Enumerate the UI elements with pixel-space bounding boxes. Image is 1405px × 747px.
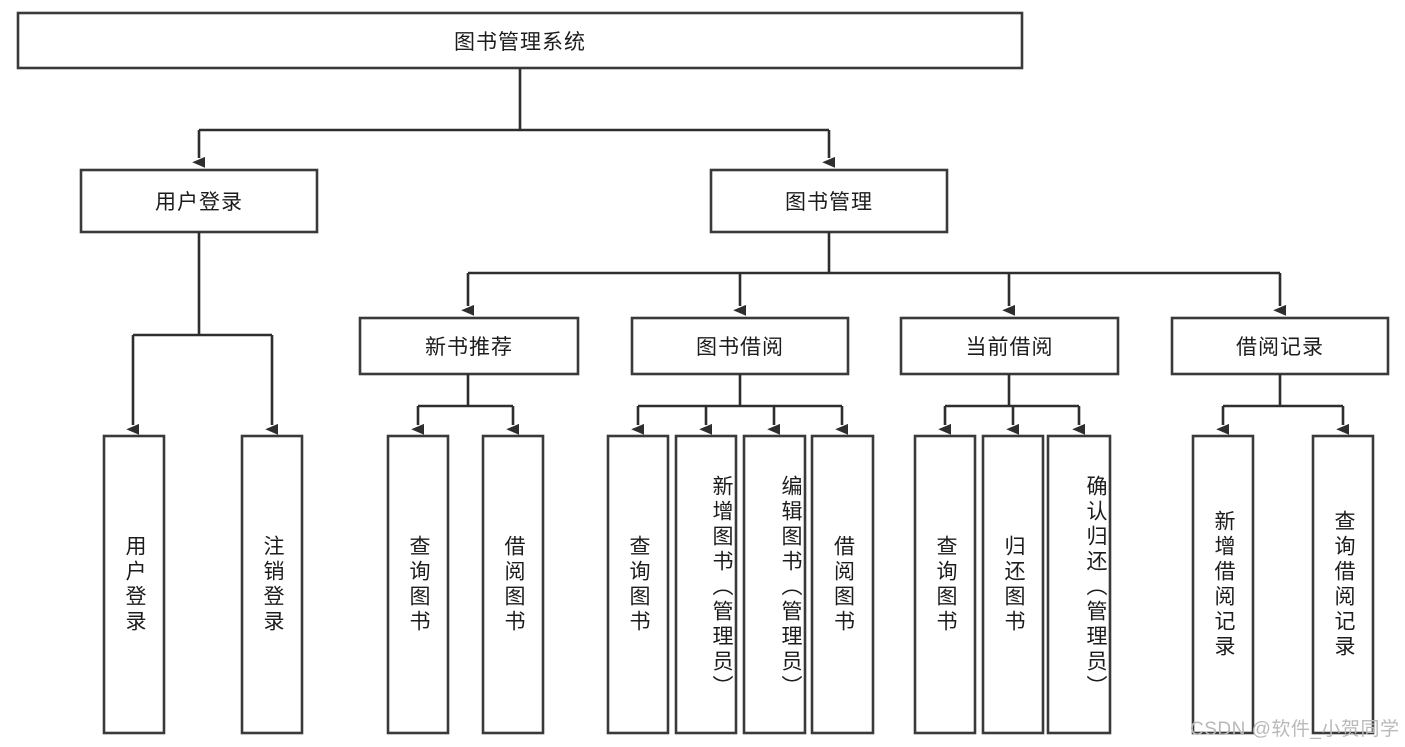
- box-leaf-logout[interactable]: [240, 434, 304, 735]
- box-book-manage[interactable]: [709, 168, 949, 234]
- connector-current-borrow-to-leaves: [938, 374, 1086, 435]
- box-borrow-record[interactable]: [1170, 316, 1390, 376]
- connector-new-book-recommend-to-leaves: [411, 374, 520, 435]
- box-leaf-query-book-2[interactable]: [606, 434, 670, 735]
- box-leaf-query-record[interactable]: [1311, 434, 1375, 735]
- connector-borrow-record-to-leaves: [1216, 374, 1350, 435]
- node-boxes: [16, 11, 1390, 376]
- box-book-borrow[interactable]: [630, 316, 850, 376]
- box-leaf-return-book[interactable]: [981, 434, 1045, 735]
- box-leaf-add-book[interactable]: [674, 434, 738, 735]
- box-leaf-user-login[interactable]: [102, 434, 166, 735]
- box-current-borrow[interactable]: [899, 316, 1120, 376]
- box-leaf-confirm-return[interactable]: [1046, 434, 1112, 735]
- box-leaf-borrow-book-2[interactable]: [810, 434, 875, 735]
- leaf-boxes: [102, 434, 1375, 735]
- box-leaf-borrow-book-1[interactable]: [481, 434, 545, 735]
- box-user-login[interactable]: [79, 168, 319, 234]
- connector-root-to-level2: [192, 68, 836, 168]
- box-leaf-query-book-1[interactable]: [386, 434, 450, 735]
- connector-user-login-to-leaves: [126, 232, 279, 435]
- box-leaf-query-book-3[interactable]: [913, 434, 977, 735]
- connector-book-borrow-to-leaves: [631, 374, 849, 435]
- box-new-book-recommend[interactable]: [358, 316, 580, 376]
- box-root[interactable]: [16, 11, 1024, 70]
- box-leaf-add-record[interactable]: [1191, 434, 1255, 735]
- connector-book-manage-to-level3: [461, 232, 1287, 316]
- box-leaf-edit-book[interactable]: [742, 434, 807, 735]
